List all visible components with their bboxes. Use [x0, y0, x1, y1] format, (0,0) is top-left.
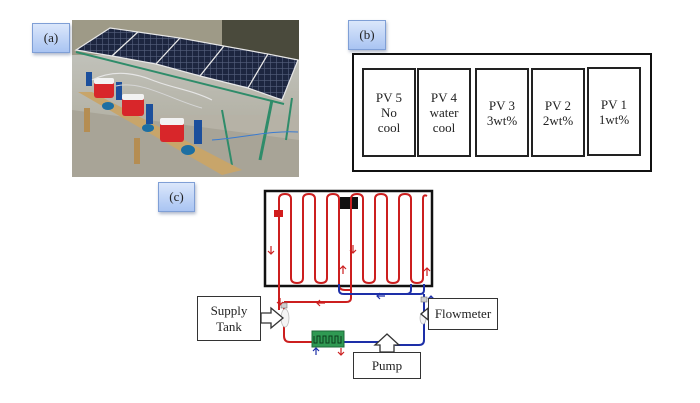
valve-icon: [280, 302, 288, 309]
pump-callout-arrow: [373, 333, 401, 353]
pv-module-label: PV 2: [544, 97, 572, 113]
pv-array-layout: PV 5 No cool PV 4 water cool PV 3 3wt% P…: [352, 53, 652, 172]
pv-panel-outline: [263, 189, 434, 288]
pv-module-label: PV 5: [375, 90, 403, 105]
pv-module-5: PV 5 No cool: [362, 68, 416, 157]
solar-panel: [247, 53, 299, 101]
pump-icon: [379, 337, 395, 347]
pv-module-3: PV 3 3wt%: [475, 68, 529, 157]
supply-tank-callout: Supply Tank: [197, 296, 261, 341]
valve-icon: [420, 296, 428, 303]
pv-module-4: PV 4 water cool: [417, 68, 471, 157]
pv-module-condition: cool: [432, 120, 456, 135]
inlet-marker: [274, 210, 283, 217]
return-manifold: [338, 284, 425, 346]
pv-module-label: PV 4: [430, 90, 458, 105]
photo-illustration: [72, 20, 299, 177]
pv-module-label: PV 3: [488, 97, 516, 113]
pv-module-condition: No: [381, 105, 397, 120]
supply-tank-icon: [280, 308, 290, 328]
callout-text: Flowmeter: [434, 306, 492, 321]
cooler-boxes: [94, 78, 184, 142]
pv-module-condition: cool: [377, 120, 401, 135]
pv-module-condition: 1wt%: [598, 111, 630, 127]
pump-callout: Pump: [353, 352, 421, 379]
pv-module-condition: water: [429, 105, 459, 120]
flowmeter-icon: [419, 311, 427, 325]
panel-label-c: (c): [158, 182, 195, 212]
callout-text: Supply: [210, 302, 248, 318]
junction-box-icon: [340, 197, 358, 209]
pv-test-rig-photo: [72, 20, 299, 177]
panel-label-a: (a): [32, 23, 70, 53]
panel-label-b: (b): [348, 20, 386, 50]
callout-text: Tank: [216, 318, 242, 334]
serpentine-tube-left: [278, 192, 340, 310]
pv-module-label: PV 1: [600, 96, 628, 112]
pv-module-condition: 3wt%: [486, 112, 518, 128]
pv-module-2: PV 2 2wt%: [531, 68, 585, 157]
callout-text: Pump: [371, 357, 403, 373]
pumps: [86, 72, 202, 155]
flow-arrows: [267, 245, 435, 356]
pv-module-condition: 2wt%: [542, 112, 574, 128]
heat-exchanger: [311, 330, 345, 348]
flowmeter-callout: Flowmeter: [428, 298, 498, 330]
supply-tank-callout-arrow: [260, 306, 285, 330]
pv-module-1: PV 1 1wt%: [587, 67, 641, 156]
serpentine-tube-right: [350, 192, 428, 290]
